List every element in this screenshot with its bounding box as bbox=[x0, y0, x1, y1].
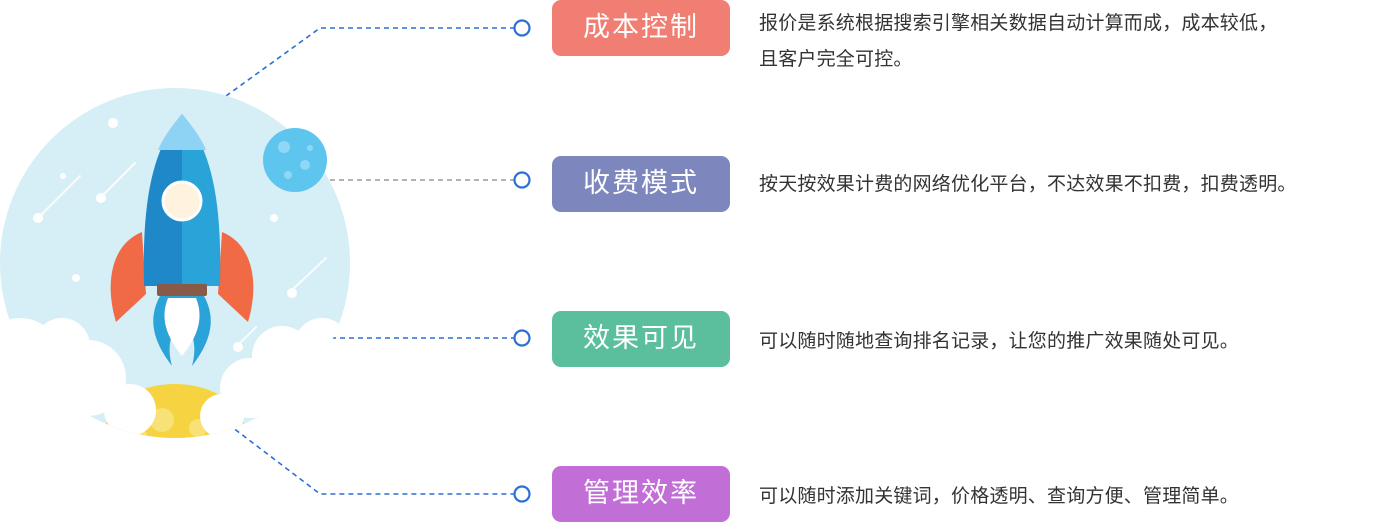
desc-billing-mode: 按天按效果计费的网络优化平台，不达效果不扣费，扣费透明。 bbox=[759, 166, 1395, 202]
desc-line: 可以随时随地查询排名记录，让您的推广效果随处可见。 bbox=[759, 330, 1240, 352]
desc-line: 按天按效果计费的网络优化平台，不达效果不扣费，扣费透明。 bbox=[759, 173, 1297, 195]
rocket-right-fin bbox=[218, 232, 254, 322]
connector-lines bbox=[225, 27, 516, 495]
desc-visible-results: 可以随时随地查询排名记录，让您的推广效果随处可见。 bbox=[759, 323, 1395, 359]
badge-visible-results: 效果可见 bbox=[552, 311, 730, 367]
desc-cost-control: 报价是系统根据搜索引擎相关数据自动计算而成，成本较低， 且客户完全可控。 bbox=[759, 5, 1395, 77]
connector-dot-4 bbox=[513, 485, 531, 503]
badge-management-efficiency: 管理效率 bbox=[552, 466, 730, 522]
connector-dot-3 bbox=[513, 329, 531, 347]
badge-cost-control: 成本控制 bbox=[552, 0, 730, 56]
rocket-nose bbox=[158, 114, 206, 150]
rocket-window bbox=[161, 180, 203, 222]
connector-dot-1 bbox=[513, 19, 531, 37]
desc-line: 可以随时添加关键词，价格透明、查询方便、管理简单。 bbox=[759, 485, 1240, 507]
desc-line: 且客户完全可控。 bbox=[759, 48, 913, 70]
stars bbox=[33, 118, 297, 352]
moon bbox=[263, 128, 327, 192]
connector-line-1 bbox=[225, 27, 516, 97]
connector-line-4 bbox=[227, 423, 516, 495]
desc-line: 报价是系统根据搜索引擎相关数据自动计算而成，成本较低， bbox=[759, 12, 1278, 34]
connector-dot-2 bbox=[513, 171, 531, 189]
badge-billing-mode: 收费模式 bbox=[552, 156, 730, 212]
rocket-left-fin bbox=[110, 232, 146, 322]
rocket bbox=[110, 114, 254, 366]
desc-management-efficiency: 可以随时添加关键词，价格透明、查询方便、管理简单。 bbox=[759, 478, 1395, 514]
connector-dots bbox=[513, 19, 531, 503]
rocket-nozzle bbox=[157, 284, 207, 296]
star-streaks bbox=[39, 162, 327, 346]
